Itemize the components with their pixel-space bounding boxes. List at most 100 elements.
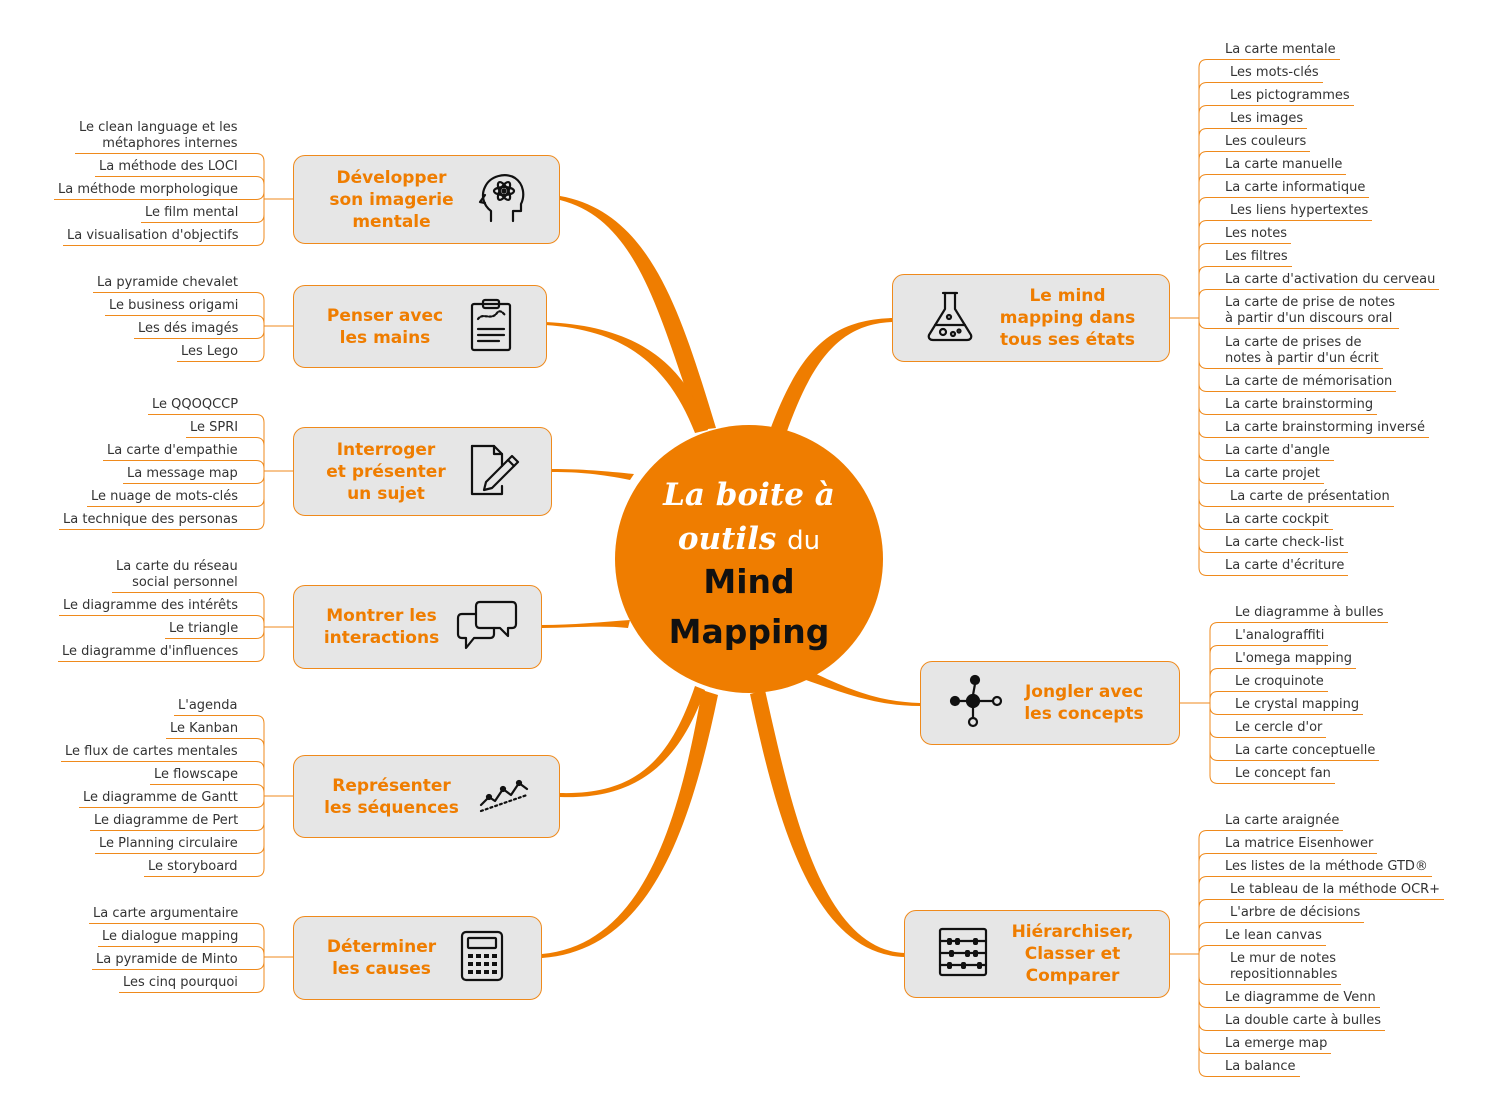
leaf-topic[interactable]: Les Lego <box>177 344 243 362</box>
leaf-topic[interactable]: Le flowscape <box>150 767 243 785</box>
leaf-connector <box>242 784 265 793</box>
leaf-topic[interactable]: La carte d'empathie <box>103 443 242 461</box>
molecule-icon <box>949 674 1005 732</box>
leaf-topic[interactable]: Les images <box>1226 111 1308 129</box>
leaf-topic[interactable]: Le lean canvas <box>1221 928 1326 946</box>
leaf-topic[interactable]: Le Kanban <box>166 721 243 739</box>
leaf-topic[interactable]: Le cercle d'or <box>1231 720 1327 738</box>
leaf-topic[interactable]: L'analograffiti <box>1231 628 1329 646</box>
leaf-topic[interactable]: Le diagramme de Pert <box>90 813 243 831</box>
leaf-topic[interactable]: L'agenda <box>174 698 242 716</box>
leaf-connector <box>242 414 265 423</box>
leaf-connector <box>242 715 265 724</box>
leaf-topic[interactable]: Le SPRI <box>186 420 243 438</box>
leaf-topic[interactable]: Le mur de notes repositionnables <box>1226 951 1342 985</box>
leaf-topic[interactable]: La technique des personas <box>59 512 242 530</box>
leaf-topic[interactable]: La carte projet <box>1221 466 1324 484</box>
leaf-connector <box>1209 668 1231 677</box>
leaf-topic[interactable]: Le diagramme à bulles <box>1231 605 1388 623</box>
leaf-connector <box>1198 899 1226 908</box>
central-title-line1: La boite à <box>663 477 835 513</box>
leaf-topic[interactable]: La carte de présentation <box>1226 489 1394 507</box>
leaf-topic[interactable]: La visualisation d'objectifs <box>63 228 243 246</box>
leaf-topic[interactable]: Les listes de la méthode GTD® <box>1221 859 1432 877</box>
leaf-topic[interactable]: La balance <box>1221 1059 1300 1077</box>
leaf-topic[interactable]: Les notes <box>1221 226 1291 244</box>
leaf-topic[interactable]: La carte informatique <box>1221 180 1370 198</box>
leaf-topic[interactable]: Le diagramme des intérêts <box>59 598 243 616</box>
leaf-topic[interactable]: Les pictogrammes <box>1226 88 1354 106</box>
leaf-connector <box>1198 544 1221 553</box>
leaf-connector <box>242 353 265 362</box>
branch-sujet[interactable]: Interroger et présenter un sujet <box>293 427 552 516</box>
leaf-topic[interactable]: La carte d'activation du cerveau <box>1221 272 1440 290</box>
leaf-topic[interactable]: Le crystal mapping <box>1231 697 1364 715</box>
leaf-topic[interactable]: La carte cockpit <box>1221 512 1333 530</box>
leaf-topic[interactable]: La message map <box>123 466 242 484</box>
leaf-topic[interactable]: La carte d'écriture <box>1221 558 1349 576</box>
central-topic-title: La boite à outils du <box>615 473 883 563</box>
leaf-topic[interactable]: Les mots-clés <box>1226 65 1323 83</box>
leaf-topic[interactable]: Le QQOQCCP <box>148 397 243 415</box>
branch-etats[interactable]: Le mind mapping dans tous ses états <box>892 274 1170 362</box>
leaf-connector <box>1198 174 1221 183</box>
leaf-topic[interactable]: La carte de mémorisation <box>1221 374 1397 392</box>
leaf-topic[interactable]: La méthode morphologique <box>54 182 243 200</box>
branch-label: Penser avec les mains <box>326 305 444 348</box>
branch-sequences[interactable]: Représenter les séquences <box>293 755 560 838</box>
branch-hierarchiser[interactable]: Hiérarchiser, Classer et Comparer <box>904 910 1170 998</box>
leaf-topic[interactable]: La carte argumentaire <box>89 906 243 924</box>
leaf-topic[interactable]: La carte conceptuelle <box>1231 743 1380 761</box>
leaf-topic[interactable]: Le nuage de mots-clés <box>87 489 243 507</box>
leaf-topic[interactable]: Le Planning circulaire <box>95 836 242 854</box>
leaf-topic[interactable]: La carte d'angle <box>1221 443 1334 461</box>
leaf-connector <box>242 984 265 993</box>
branch-interactions[interactable]: Montrer les interactions <box>293 585 542 669</box>
leaf-topic[interactable]: L'omega mapping <box>1231 651 1357 669</box>
leaf-topic[interactable]: La matrice Eisenhower <box>1221 836 1378 854</box>
leaf-topic[interactable]: Les filtres <box>1221 249 1292 267</box>
leaf-connector <box>242 153 265 162</box>
leaf-topic[interactable]: Les dés imagés <box>134 321 243 339</box>
leaf-topic[interactable]: Les cinq pourquoi <box>119 975 242 993</box>
leaf-topic[interactable]: Le tableau de la méthode OCR+ <box>1226 882 1445 900</box>
leaf-topic[interactable]: La emerge map <box>1221 1036 1332 1054</box>
leaf-topic[interactable]: La double carte à bulles <box>1221 1013 1386 1031</box>
leaf-topic[interactable]: Le diagramme de Venn <box>1221 990 1380 1008</box>
leaf-topic[interactable]: Le triangle <box>165 621 243 639</box>
leaf-topic[interactable]: Le concept fan <box>1231 766 1335 784</box>
branch-label: Représenter les séquences <box>324 775 459 818</box>
leaf-topic[interactable]: Le film mental <box>141 205 243 223</box>
leaf-topic[interactable]: La carte manuelle <box>1221 157 1347 175</box>
leaf-topic[interactable]: Le diagramme de Gantt <box>79 790 242 808</box>
leaf-topic[interactable]: Le storyboard <box>144 859 242 877</box>
leaf-topic[interactable]: Le business origami <box>105 298 243 316</box>
leaf-topic[interactable]: La carte araignée <box>1221 813 1344 831</box>
leaf-topic[interactable]: La carte brainstorming <box>1221 397 1378 415</box>
leaf-topic[interactable]: Les couleurs <box>1221 134 1311 152</box>
leaf-topic[interactable]: La carte du réseau social personnel <box>112 559 242 593</box>
leaf-connector <box>242 630 265 639</box>
leaf-topic[interactable]: Le diagramme d'influences <box>58 644 243 662</box>
leaf-topic[interactable]: Les liens hypertextes <box>1226 203 1373 221</box>
branch-imagerie[interactable]: Développer son imagerie mentale <box>293 155 560 244</box>
leaf-topic[interactable]: La carte brainstorming inversé <box>1221 420 1429 438</box>
leaf-topic[interactable]: La carte mentale <box>1221 42 1340 60</box>
leaf-connector <box>242 237 265 246</box>
leaf-topic[interactable]: La méthode des LOCI <box>95 159 242 177</box>
leaf-topic[interactable]: Le dialogue mapping <box>98 929 243 947</box>
leaf-topic[interactable]: Le croquinote <box>1231 674 1328 692</box>
leaf-topic[interactable]: Le clean language et les métaphores inte… <box>75 120 242 154</box>
branch-label: Hiérarchiser, Classer et Comparer <box>1011 922 1134 986</box>
leaf-topic[interactable]: Le flux de cartes mentales <box>61 744 242 762</box>
branch-mains[interactable]: Penser avec les mains <box>293 285 547 368</box>
leaf-topic[interactable]: La pyramide chevalet <box>93 275 243 293</box>
leaf-topic[interactable]: La pyramide de Minto <box>92 952 242 970</box>
leaf-topic[interactable]: La carte de prise de notes à partir d'un… <box>1221 295 1399 329</box>
branch-concepts[interactable]: Jongler avec les concepts <box>920 661 1180 745</box>
leaf-topic[interactable]: L'arbre de décisions <box>1226 905 1365 923</box>
central-title-mind: Mind <box>703 562 795 601</box>
leaf-topic[interactable]: La carte check-list <box>1221 535 1348 553</box>
branch-causes[interactable]: Déterminer les causes <box>293 916 542 1000</box>
leaf-topic[interactable]: La carte de prises de notes à partir d'u… <box>1221 335 1383 369</box>
